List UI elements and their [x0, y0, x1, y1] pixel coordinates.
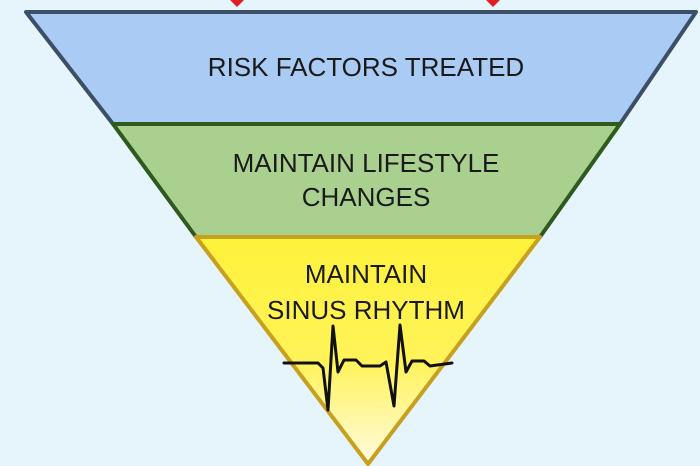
tier-2-label-line-2: CHANGES	[302, 182, 431, 212]
tier-3-label-line-2: SINUS RHYTHM	[267, 295, 465, 325]
tier-sinus-rhythm	[194, 235, 542, 466]
tier-lifestyle-changes	[111, 122, 622, 239]
left-arrow-icon	[230, 0, 244, 7]
right-arrow-icon	[486, 0, 500, 7]
tier-3-label-line-1: MAINTAIN	[305, 259, 427, 289]
tier-2-label-line-1: MAINTAIN LIFESTYLE	[233, 148, 500, 178]
tier-1-label: RISK FACTORS TREATED	[208, 52, 524, 82]
ecg-rhythm-icon	[282, 323, 454, 412]
